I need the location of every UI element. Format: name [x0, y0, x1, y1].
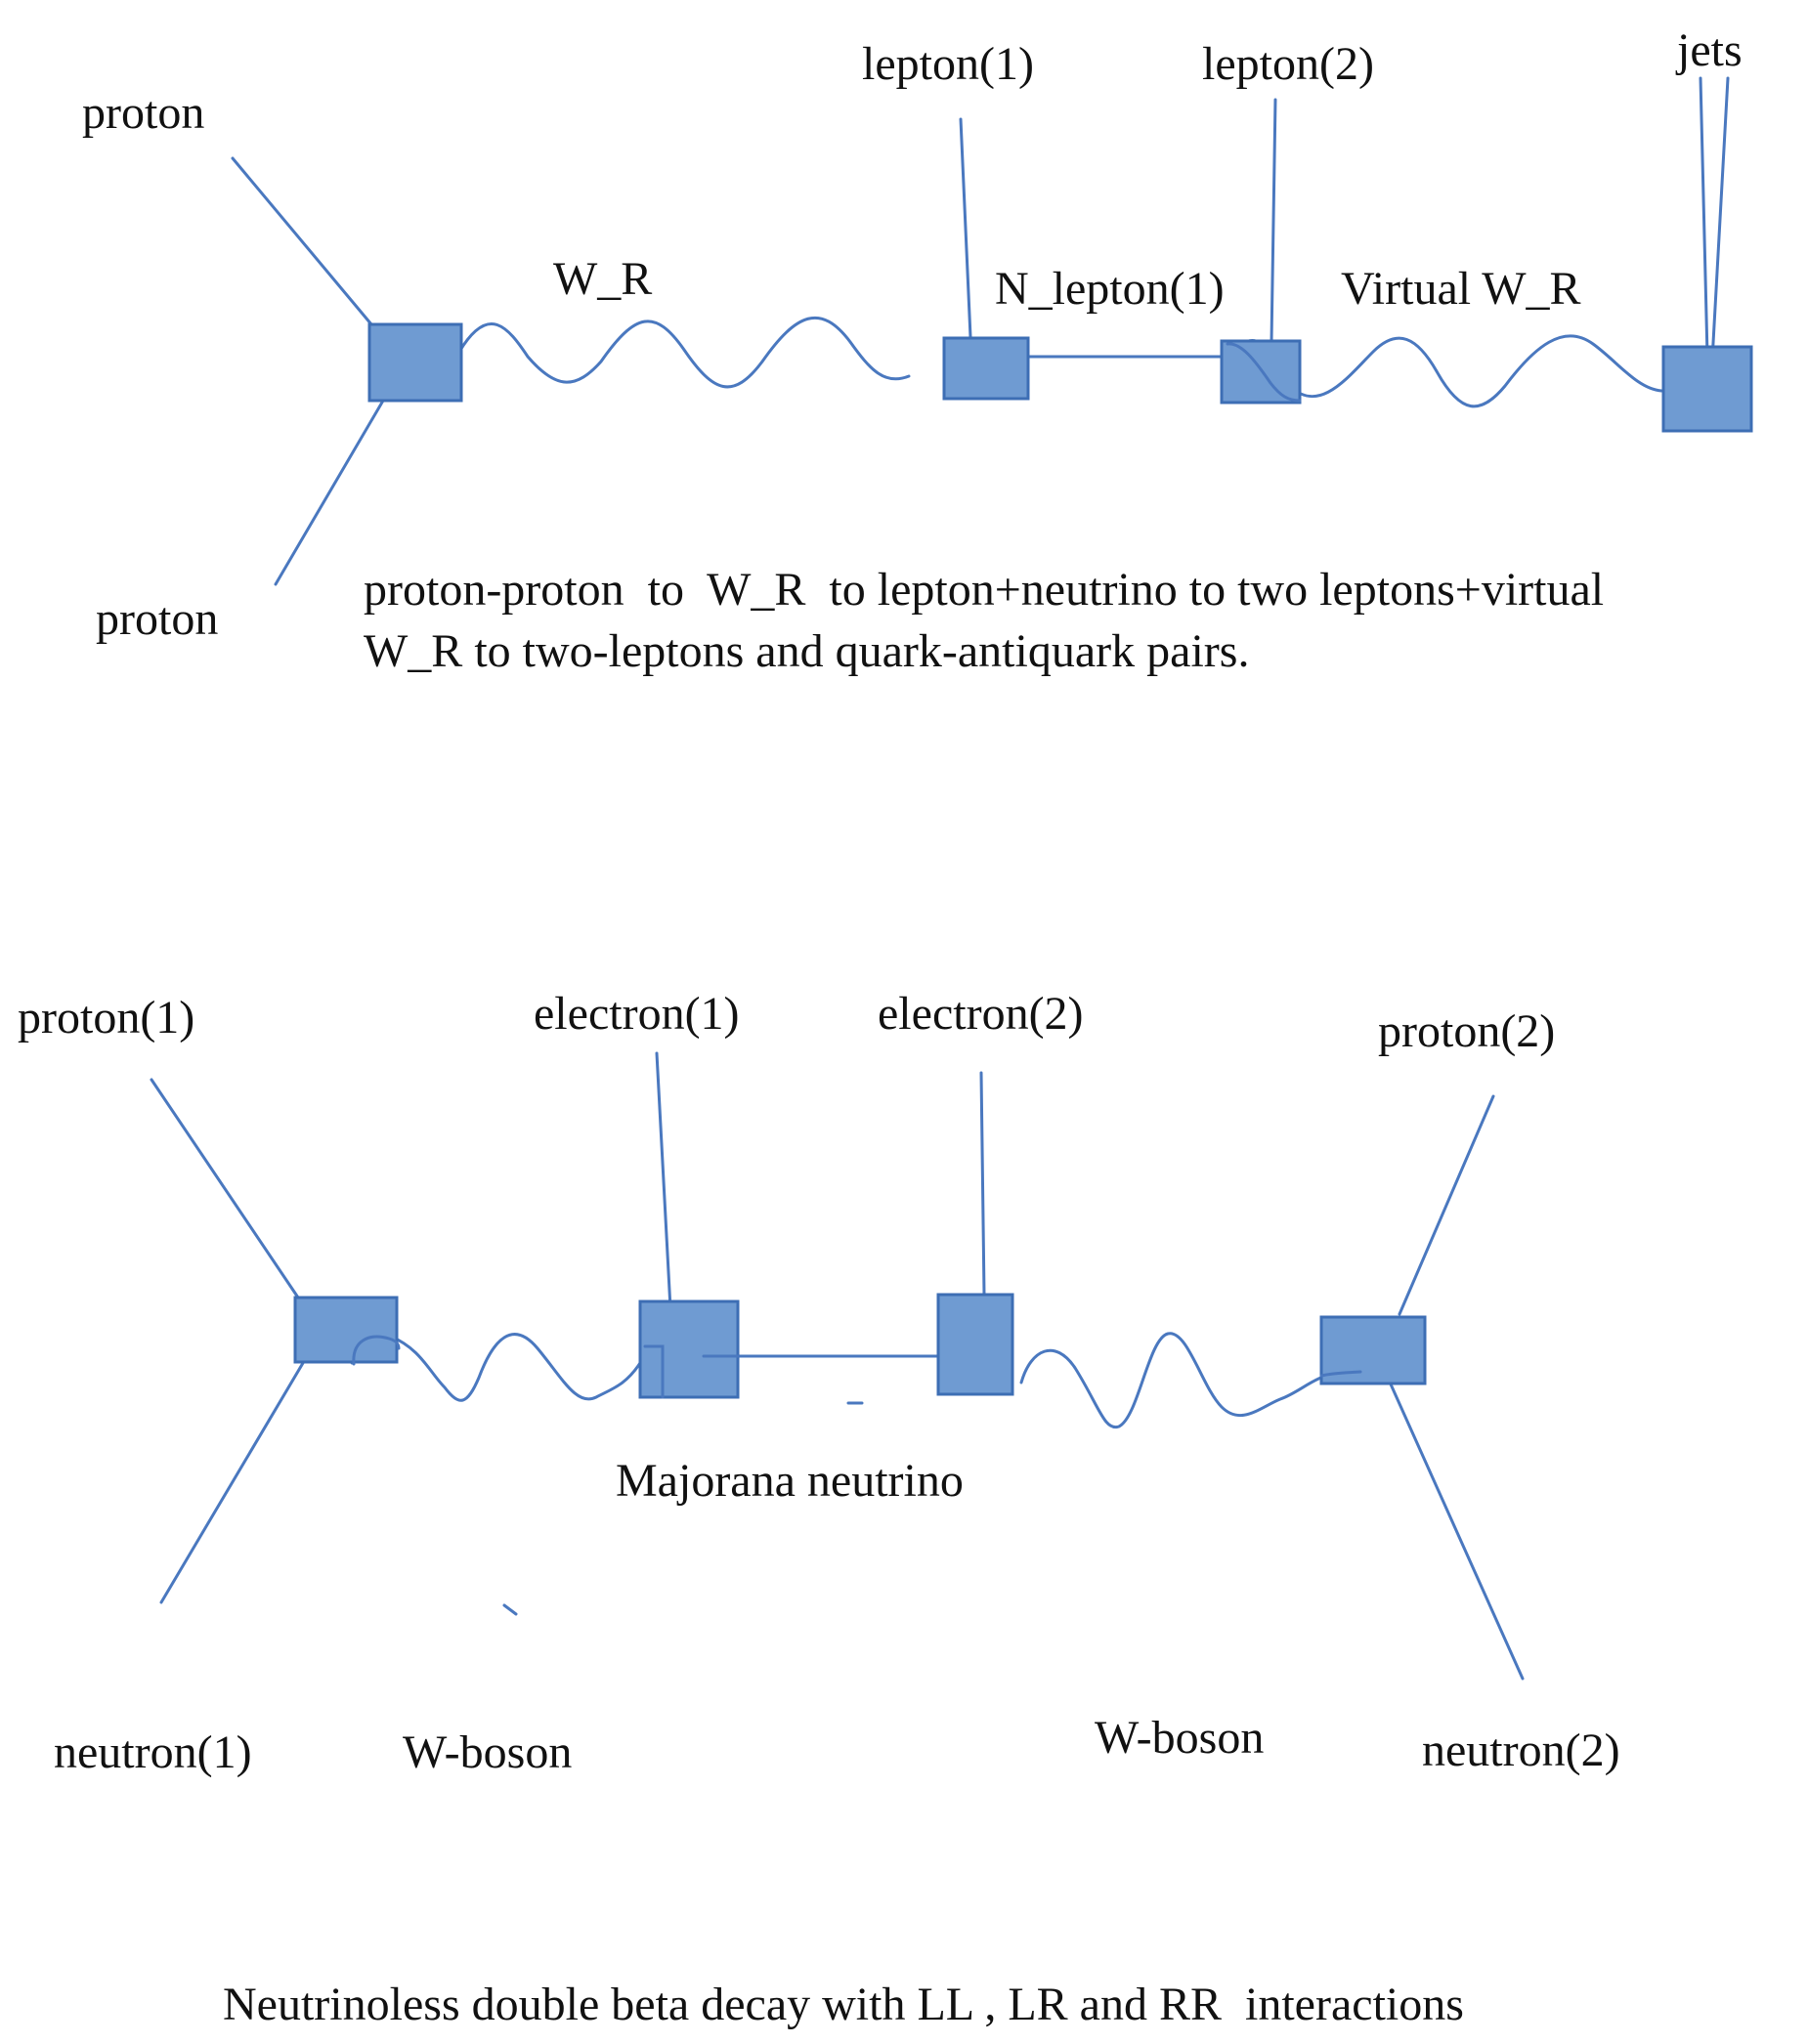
w-boson-right-wave — [1019, 1332, 1341, 1429]
top-caption-line-2: W_R to two-leptons and quark-antiquark p… — [364, 625, 1250, 678]
box-pn-1-wave — [352, 1335, 401, 1366]
top-diagram — [231, 76, 1753, 586]
vertex-box-pn-2 — [1319, 1315, 1427, 1385]
electron-1-line — [655, 1051, 673, 1329]
lepton-1-line — [959, 117, 972, 339]
neutron-1-line — [159, 1361, 305, 1604]
vertex-box-electron-1 — [638, 1299, 740, 1399]
label-w-boson-left: W-boson — [403, 1726, 573, 1778]
vertex-box-electron-2 — [936, 1293, 1014, 1396]
jet-line-2 — [1708, 76, 1730, 398]
label-lepton-1: lepton(1) — [862, 38, 1034, 90]
top-caption: proton-proton to W_R to lepton+neutrino … — [364, 559, 1790, 683]
label-neutron-2: neutron(2) — [1422, 1725, 1620, 1776]
label-proton-upper: proton — [82, 87, 205, 139]
label-lepton-2: lepton(2) — [1202, 38, 1374, 90]
bottom-diagram — [150, 1051, 1525, 1681]
label-w-boson-right: W-boson — [1095, 1712, 1265, 1764]
electron-2-line — [979, 1071, 986, 1297]
neutron-2-line — [1386, 1376, 1525, 1681]
lepton-2-line — [1270, 98, 1277, 344]
top-caption-line-1: proton-proton to W_R to lepton+neutrino … — [364, 564, 1605, 616]
label-proton-lower: proton — [96, 593, 219, 645]
label-electron-2: electron(2) — [878, 988, 1084, 1040]
proton-upper-line — [231, 156, 373, 326]
label-neutron-1: neutron(1) — [54, 1726, 252, 1778]
proton-2-line — [1398, 1094, 1495, 1316]
stray-mark-2 — [502, 1603, 518, 1616]
label-electron-1: electron(1) — [534, 988, 740, 1040]
lepton-2-box-wave — [1226, 342, 1302, 403]
box-electron-1-inner — [643, 1344, 740, 1399]
proton-lower-line — [274, 399, 385, 586]
vertex-box-jets — [1661, 345, 1753, 433]
label-proton-2: proton(2) — [1378, 1005, 1556, 1057]
w-r-wave — [457, 316, 911, 389]
label-virtual-w-r: Virtual W_R — [1341, 263, 1581, 315]
bottom-caption: Neutrinoless double beta decay with LL ,… — [223, 1979, 1464, 2030]
box-pn-2-wave — [1319, 1370, 1362, 1378]
vertex-box-pn-1 — [293, 1296, 399, 1364]
vertex-box-pp — [367, 322, 463, 403]
proton-1-line — [150, 1078, 300, 1299]
jet-line-1 — [1699, 76, 1710, 398]
label-w-r: W_R — [553, 253, 653, 305]
label-jets: jets — [1677, 24, 1743, 76]
label-n-lepton-1: N_lepton(1) — [995, 263, 1225, 315]
vertex-box-lepton-1 — [942, 336, 1030, 401]
vertex-box-lepton-2 — [1220, 339, 1302, 405]
label-proton-1: proton(1) — [18, 992, 195, 1043]
label-majorana-neutrino: Majorana neutrino — [616, 1455, 964, 1507]
